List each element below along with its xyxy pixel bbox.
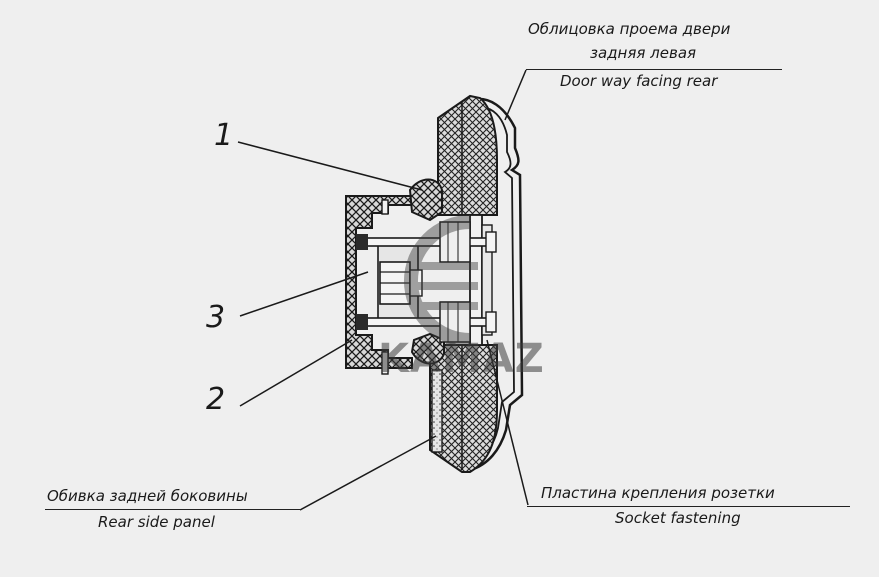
rule-bottom-right [527, 506, 850, 507]
spacers [439, 221, 471, 343]
studs [381, 199, 389, 375]
label-socket-fastening-en: Socket fastening [615, 509, 741, 527]
callout-1: 1 [214, 118, 234, 153]
rule-bottom-left [45, 509, 301, 510]
contact-pins [379, 261, 423, 305]
wall-panel-upper [437, 94, 498, 216]
wall-panel-lower [429, 344, 498, 473]
bolt-lower [356, 311, 497, 333]
watermark-text: KAMAZ [378, 336, 545, 382]
callout-3: 3 [206, 300, 226, 335]
bolt-upper [356, 231, 497, 253]
socket-fastening-plate [469, 214, 493, 346]
label-door-facing-en: Door way facing rear [560, 72, 718, 90]
watermark-logo [404, 215, 478, 347]
label-socket-fastening-ru: Пластина крепления розетки [541, 484, 775, 502]
label-door-facing-ru-2: задняя левая [590, 44, 697, 62]
leader-lines [237, 69, 529, 511]
rear-side-panel-trim [431, 369, 443, 453]
callout-2: 2 [206, 382, 226, 417]
label-door-facing-ru-1: Облицовка проема двери [528, 20, 731, 38]
label-rear-panel-en: Rear side panel [98, 513, 215, 531]
rule-top-right [526, 69, 782, 70]
label-rear-panel-ru: Обивка задней боковины [47, 487, 248, 505]
